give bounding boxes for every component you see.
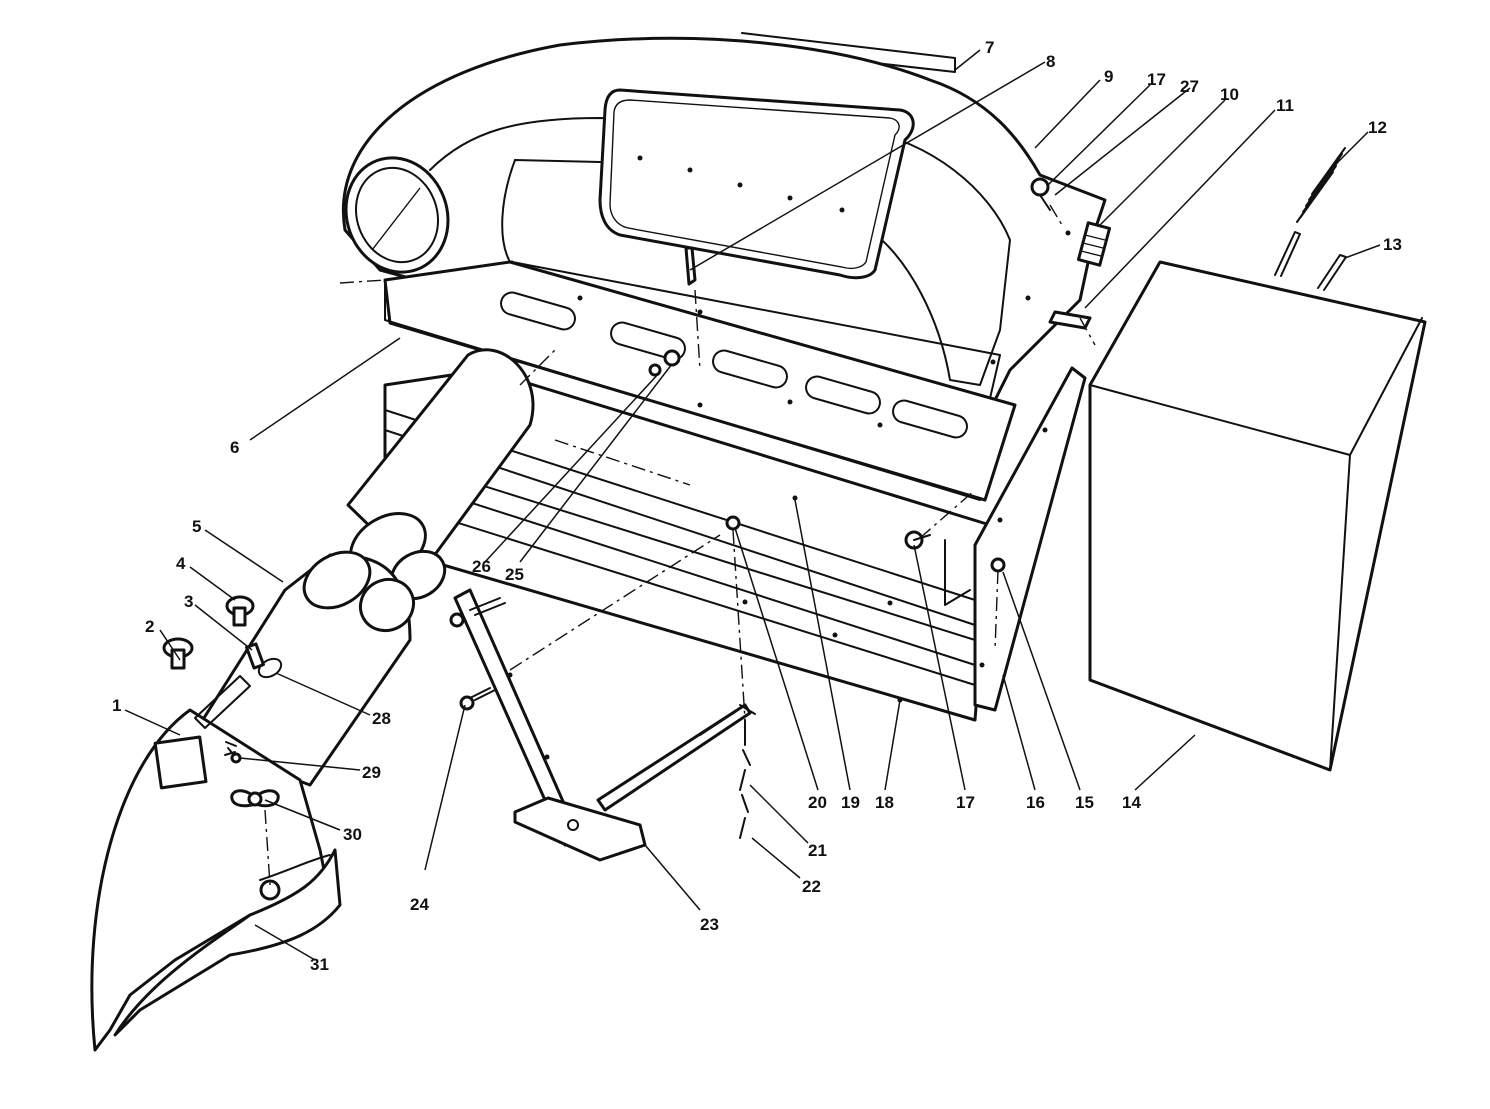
part-13-rods <box>1274 231 1347 291</box>
part-16-rear-post <box>973 366 1087 712</box>
callout-4: 4 <box>176 554 186 573</box>
part-10-latch <box>1076 221 1112 267</box>
callout-21: 21 <box>808 841 827 860</box>
callout-13: 13 <box>1383 235 1402 254</box>
part-21-chain <box>739 719 751 839</box>
callout-9: 9 <box>1104 67 1113 86</box>
part-1-latch <box>194 675 251 729</box>
callout-26: 26 <box>472 557 491 576</box>
callout-25: 25 <box>505 565 524 584</box>
callout-20: 20 <box>808 793 827 812</box>
part-30-wingnut <box>230 789 280 808</box>
part-4-knob <box>225 595 255 627</box>
part-8-pin <box>684 246 697 286</box>
callout-14: 14 <box>1122 793 1141 812</box>
callout-23: 23 <box>700 915 719 934</box>
part-24-bolt <box>459 687 496 711</box>
callout-16: 16 <box>1026 793 1045 812</box>
callout-10: 10 <box>1220 85 1239 104</box>
part-17-bolt-upper <box>1030 177 1051 211</box>
callout-8: 8 <box>1046 52 1055 71</box>
part-24b-bolt <box>449 597 506 628</box>
callout-29: 29 <box>362 763 381 782</box>
callout-15: 15 <box>1075 793 1094 812</box>
callout-3: 3 <box>184 592 193 611</box>
part-20-nut <box>725 515 741 531</box>
callout-18: 18 <box>875 793 894 812</box>
part-28-chain-link <box>257 657 283 679</box>
callout-labels: 1 2 3 4 5 6 7 8 9 17 27 10 11 12 13 14 1… <box>112 38 1402 974</box>
part-2-knob <box>162 637 194 670</box>
callout-24: 24 <box>410 895 429 914</box>
callout-12: 12 <box>1368 118 1387 137</box>
part-15-nut <box>990 557 1006 573</box>
callout-5: 5 <box>192 517 201 536</box>
callout-27: 27 <box>1180 77 1199 96</box>
part-14-bag <box>1088 260 1427 772</box>
callout-6: 6 <box>230 438 239 457</box>
callout-28: 28 <box>372 709 391 728</box>
part-9-hood <box>341 36 1107 422</box>
callout-7: 7 <box>985 38 994 57</box>
part-5-discharge-tube <box>188 348 535 787</box>
callout-1: 1 <box>112 696 121 715</box>
assembly-lines <box>264 204 1096 886</box>
callout-11: 11 <box>1276 96 1294 115</box>
part-6-frame-plate <box>383 260 1017 502</box>
callout-17-top: 17 <box>1147 70 1166 89</box>
callout-31: 31 <box>310 955 329 974</box>
callout-2: 2 <box>145 617 154 636</box>
leader-lines <box>124 49 1381 961</box>
callout-30: 30 <box>343 825 362 844</box>
part-12-spring <box>1296 147 1346 223</box>
callout-17-bottom: 17 <box>956 793 975 812</box>
callout-22: 22 <box>802 877 821 896</box>
callout-19: 19 <box>841 793 860 812</box>
